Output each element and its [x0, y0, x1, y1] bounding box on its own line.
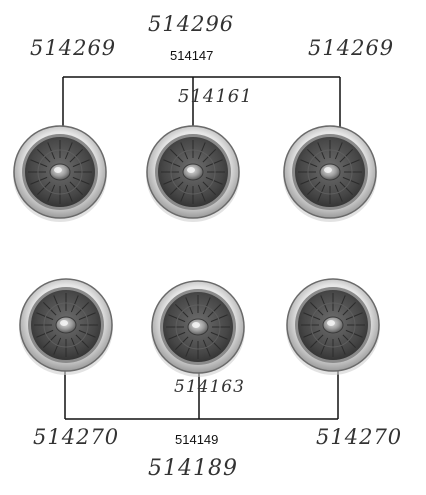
handwritten-top-center: 514296: [148, 12, 235, 36]
handwritten-top-right: 514269: [308, 36, 395, 60]
top-part-number: 514147: [170, 48, 214, 63]
lamp-bottom-center: [151, 280, 245, 377]
lamp-bottom-left: [19, 278, 113, 375]
handwritten-bottom-right: 514270: [316, 425, 403, 449]
top-wiring: [62, 76, 341, 130]
bottom-wiring: [64, 370, 339, 420]
lamp-top-left: [13, 125, 107, 222]
handwritten-top-left: 514269: [30, 36, 117, 60]
handwritten-bottom-bottom: 514189: [148, 456, 238, 481]
handwritten-bottom-middle: 514163: [174, 377, 245, 397]
lamp-top-center: [146, 125, 240, 222]
bottom-part-number: 514149: [175, 432, 219, 447]
handwritten-bottom-left: 514270: [33, 425, 120, 449]
handwritten-top-middle: 514161: [178, 86, 253, 107]
lamp-bottom-right: [286, 278, 380, 375]
lamp-top-right: [283, 125, 377, 222]
